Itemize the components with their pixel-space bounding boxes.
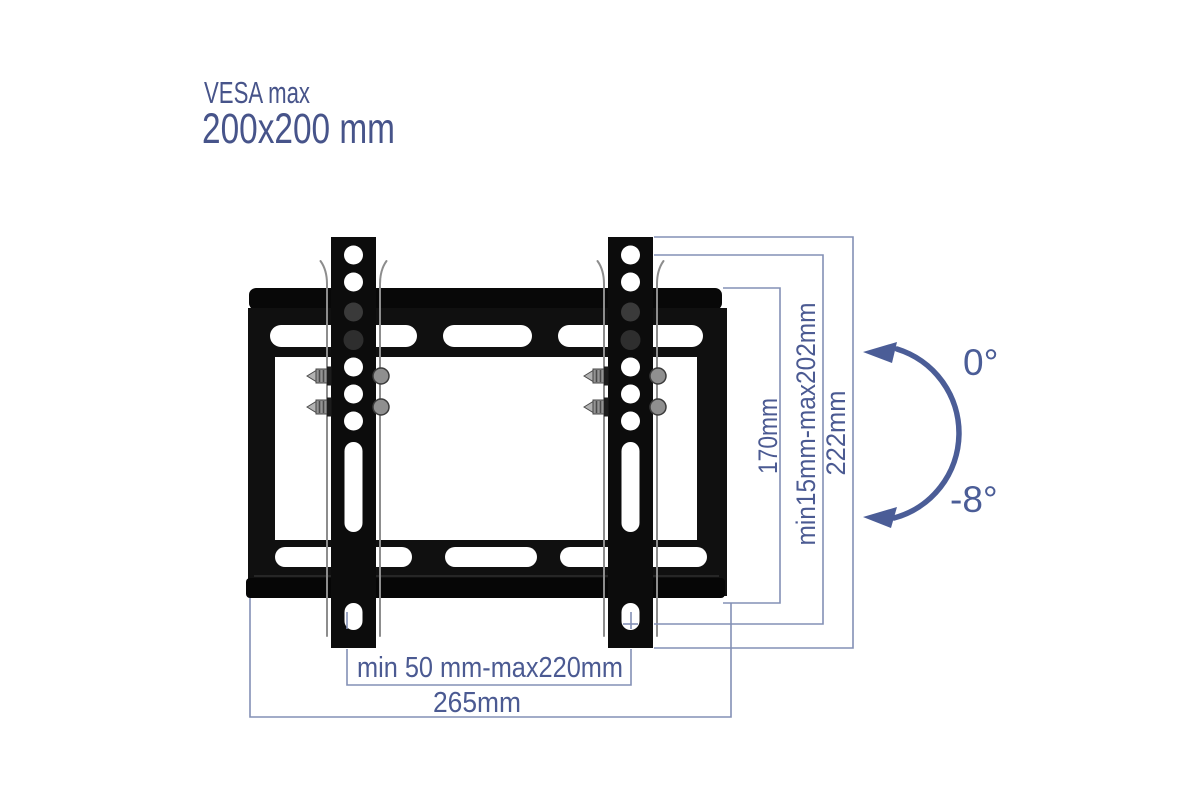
plate-bottom-lip bbox=[246, 578, 725, 598]
dimension-line-265mm bbox=[249, 598, 732, 718]
dimension-label-vesa-vertical-range: min15mm-max202mm bbox=[791, 303, 821, 546]
dimension-label-plate-width: 265mm bbox=[433, 687, 521, 719]
tilt-arrow-down-icon bbox=[863, 507, 897, 528]
wall-plate bbox=[246, 288, 727, 598]
dimension-label-rail-height: 222mm bbox=[821, 391, 851, 476]
right-rail bbox=[608, 237, 653, 648]
plate-slot bbox=[445, 547, 537, 567]
left-rail bbox=[331, 237, 376, 648]
plate-slot bbox=[443, 325, 532, 347]
dimension-label-plate-height: 170mm bbox=[753, 398, 783, 474]
dimension-line-170mm bbox=[723, 287, 781, 604]
tilt-label-max: 0° bbox=[963, 342, 998, 383]
dimension-line-min50-max220 bbox=[346, 612, 632, 686]
washer bbox=[372, 367, 390, 385]
vesa-size-label: 200x200 mm bbox=[202, 105, 395, 153]
washer bbox=[372, 398, 390, 416]
mounting-screws bbox=[306, 365, 667, 418]
dimension-label-hole-spacing: min 50 mm-max220mm bbox=[357, 652, 623, 684]
washer bbox=[649, 398, 667, 416]
washer bbox=[649, 367, 667, 385]
vesa-max-label: VESA max bbox=[204, 75, 310, 110]
dimension-line-min15-max202 bbox=[654, 254, 824, 625]
tilt-arc bbox=[891, 346, 962, 521]
dimension-line-222mm bbox=[654, 236, 854, 649]
tilt-label-min: -8° bbox=[950, 479, 998, 520]
tilt-arrow-up-icon bbox=[863, 342, 897, 363]
